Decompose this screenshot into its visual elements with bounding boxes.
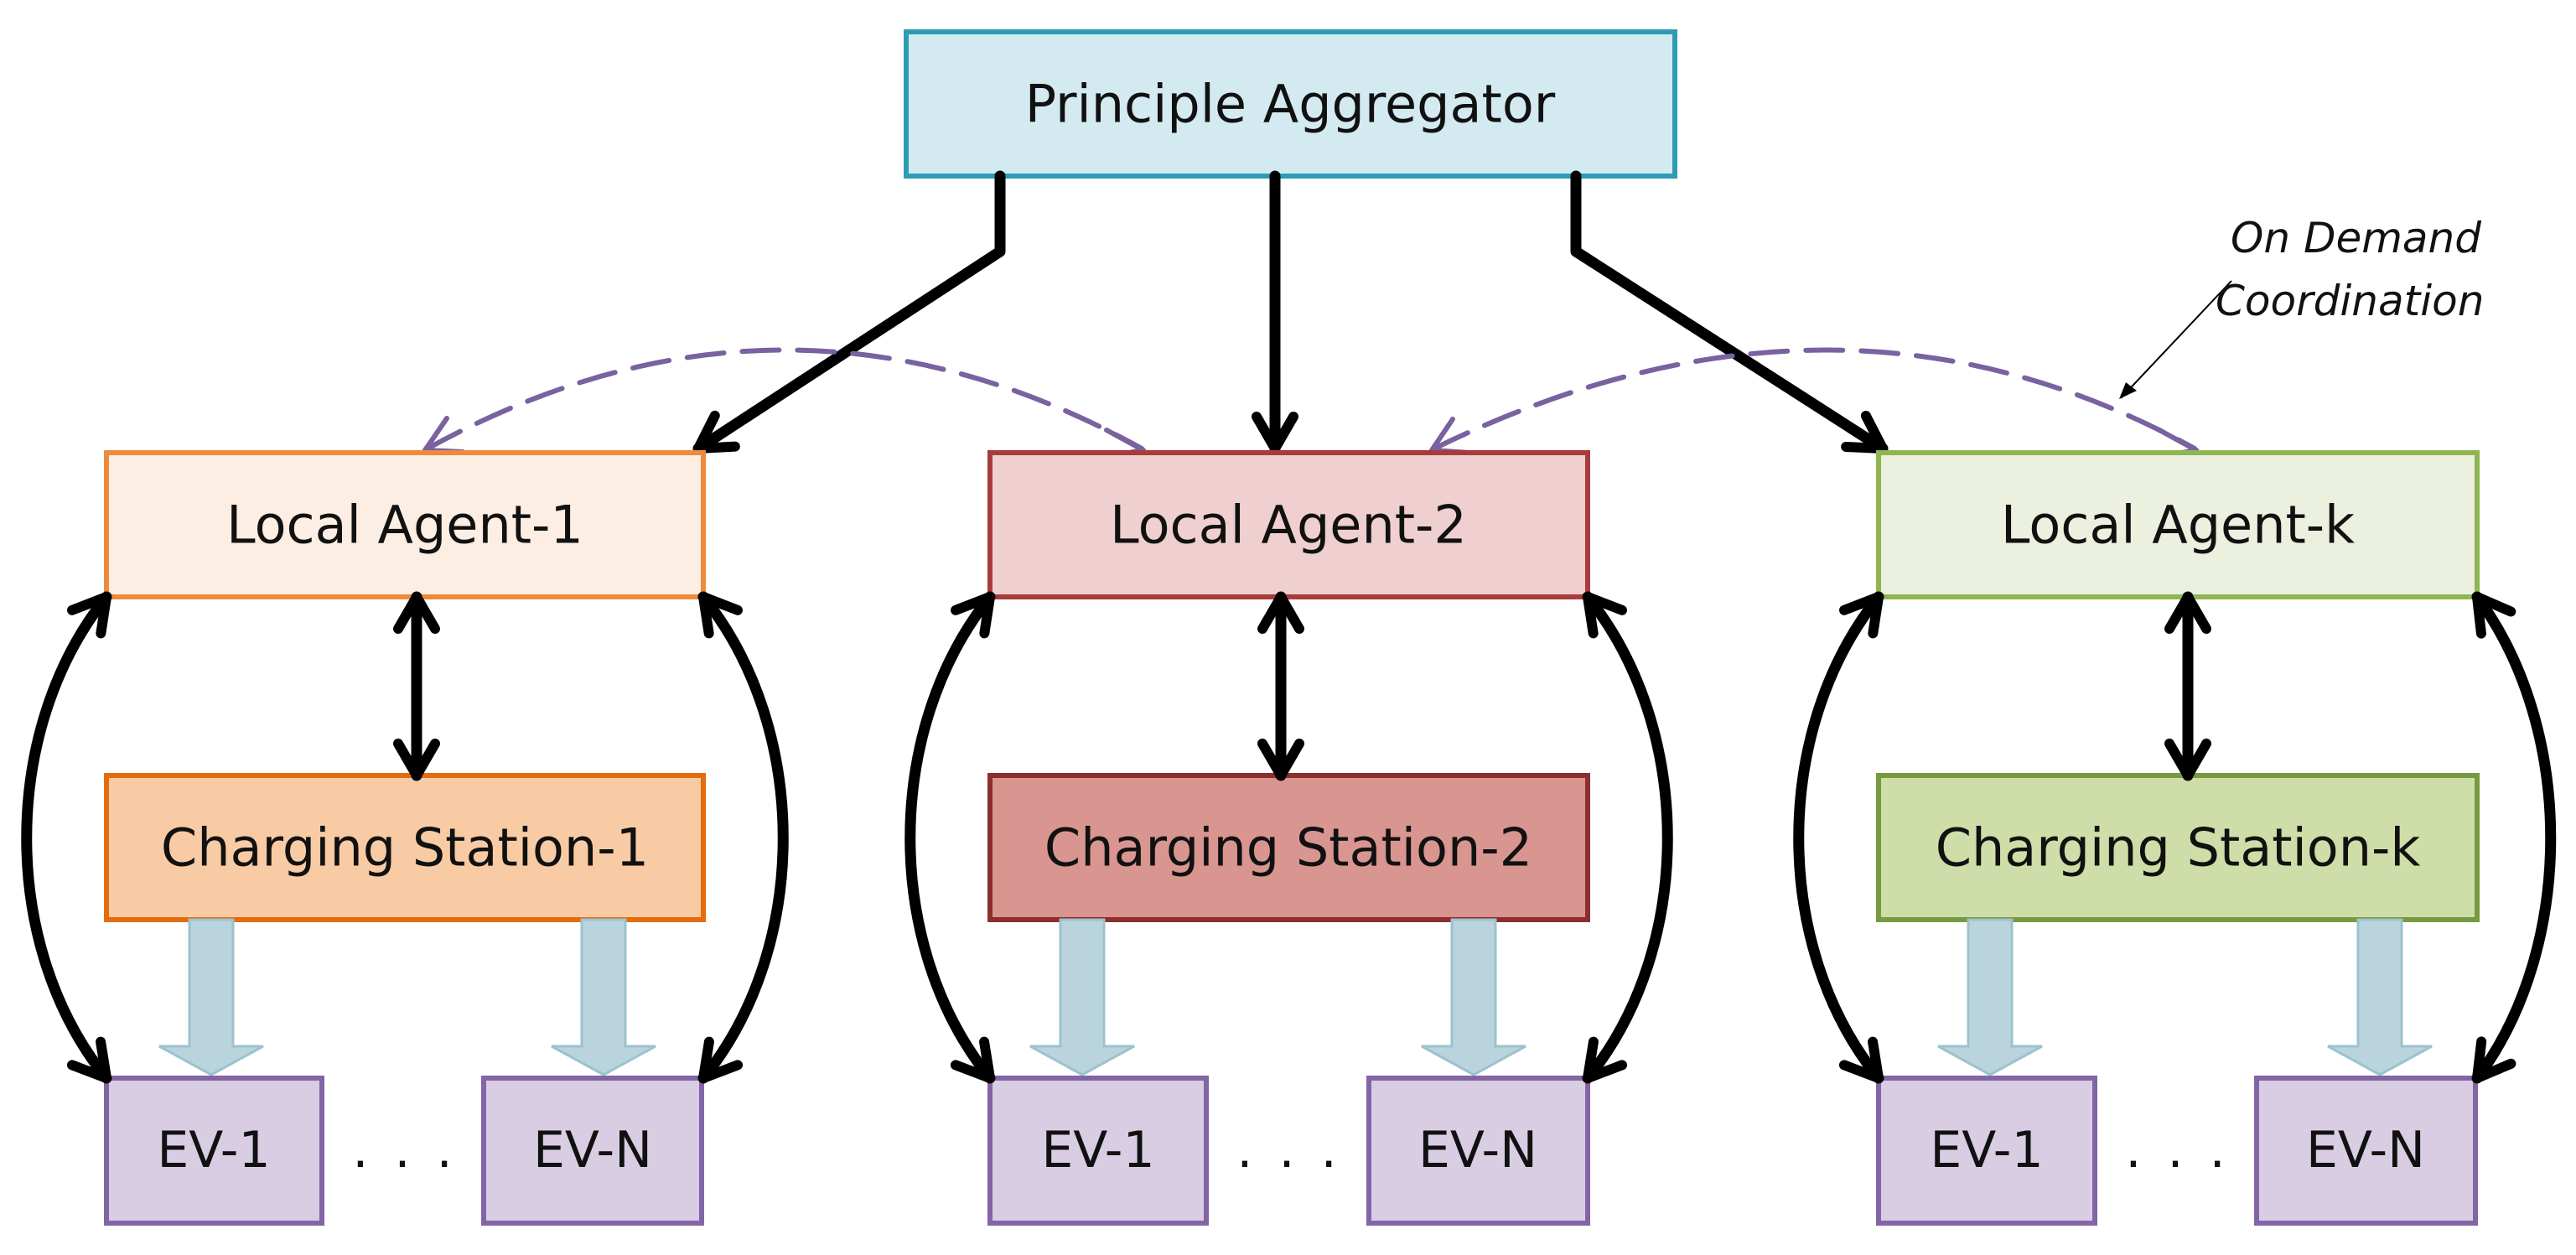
group-1-ev-n-label: EV-N	[533, 1121, 652, 1180]
aggregator-to-agent-1-arrow	[692, 170, 1006, 454]
local-agent-1-box	[104, 450, 706, 599]
station-1-supply-arrow-ev-1	[158, 918, 264, 1076]
group-1-ev-n-box	[481, 1076, 704, 1226]
station-2-supply-arrow-ev-n	[1421, 918, 1526, 1076]
local-agent-2-box	[987, 450, 1590, 599]
group-k-ev-n-label: EV-N	[2306, 1121, 2425, 1180]
group-1-ev-1-box	[104, 1076, 324, 1226]
coordination-agent-1-agent-2	[425, 347, 1144, 451]
coordination-agent-2-agent-k	[1432, 347, 2197, 451]
group-2-ev-1-box	[987, 1076, 1209, 1226]
group-k-ev-n-box	[2254, 1076, 2478, 1226]
on-demand-coordination-annotation: On Demand Coordination	[2119, 214, 2484, 399]
group-2: Local Agent-2 Charging Station-2 EV-1 . …	[904, 450, 1673, 1226]
annotation-pointer-line	[2120, 280, 2232, 399]
aggregator-to-agent-k-arrow	[1570, 170, 1889, 454]
group-k-ev-1-label: EV-1	[1930, 1121, 2043, 1180]
charging-station-1-label: Charging Station-1	[161, 817, 649, 879]
group-k: Local Agent-k Charging Station-k EV-1 . …	[1793, 450, 2557, 1226]
agent-1-ev-1-curved-arrow	[21, 591, 112, 1084]
principle-aggregator-node: Principle Aggregator	[904, 29, 1677, 179]
station-k-supply-arrow-ev-1	[1937, 918, 2043, 1076]
annotation-line-1: On Demand	[2231, 214, 2481, 262]
agent-1-ev-n-curved-arrow	[697, 591, 789, 1084]
station-1-supply-arrow-ev-n	[551, 918, 656, 1076]
local-agent-k-box	[1876, 450, 2480, 599]
group-k-ellipsis: . . .	[2125, 1121, 2230, 1180]
group-1-ev-1-label: EV-1	[157, 1121, 270, 1180]
group-2-ellipsis: . . .	[1236, 1121, 1341, 1180]
group-k-ev-1-box	[1876, 1076, 2097, 1226]
group-1-ellipsis: . . .	[352, 1121, 457, 1180]
group-2-ev-n-box	[1366, 1076, 1590, 1226]
group-2-ev-1-label: EV-1	[1041, 1121, 1154, 1180]
station-2-supply-arrow-ev-1	[1029, 918, 1135, 1076]
local-agent-1-label: Local Agent-1	[226, 495, 583, 556]
agent-2-ev-1-curved-arrow	[904, 591, 996, 1084]
station-k-supply-arrow-ev-n	[2327, 918, 2433, 1076]
charging-station-2-label: Charging Station-2	[1044, 817, 1532, 879]
agent-2-ev-n-curved-arrow	[1582, 591, 1673, 1084]
aggregator-links	[692, 170, 1889, 454]
on-demand-coordination-links	[422, 347, 2199, 459]
principle-aggregator-label: Principle Aggregator	[1025, 74, 1556, 135]
annotation-pointer-head	[2119, 382, 2137, 399]
group-1: Local Agent-1 Charging Station-1 EV-1 . …	[21, 450, 789, 1226]
charging-station-k-label: Charging Station-k	[1936, 817, 2421, 879]
principle-aggregator-box	[904, 29, 1677, 179]
group-2-ev-n-label: EV-N	[1418, 1121, 1537, 1180]
agent-k-ev-n-curved-arrow	[2471, 591, 2557, 1084]
local-agent-k-label: Local Agent-k	[2001, 495, 2355, 556]
local-agent-2-label: Local Agent-2	[1110, 495, 1467, 556]
annotation-line-2: Coordination	[2216, 277, 2484, 325]
agent-k-ev-1-curved-arrow	[1793, 591, 1884, 1084]
